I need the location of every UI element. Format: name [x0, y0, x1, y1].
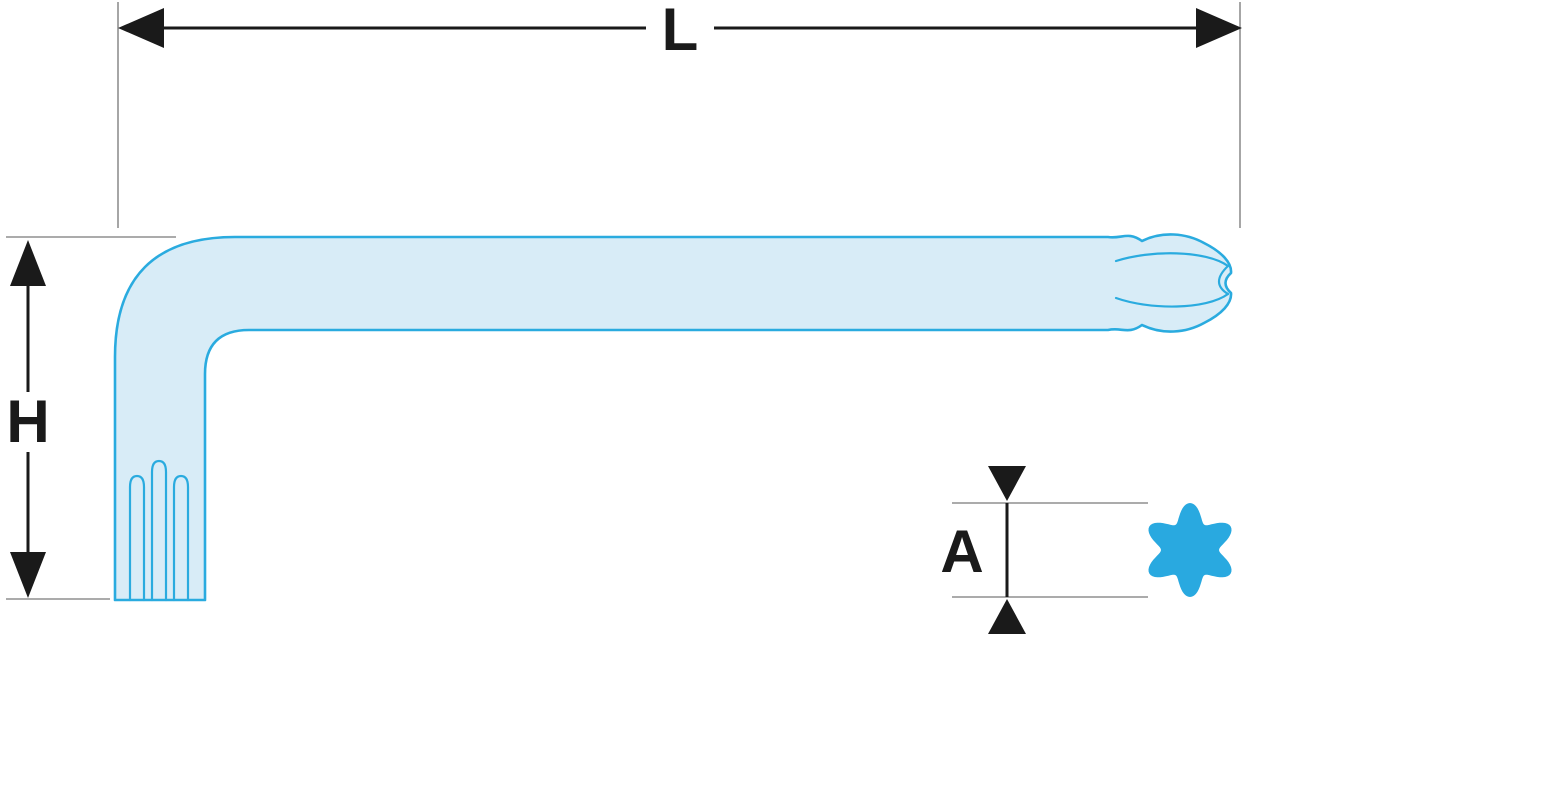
- dim-a-label: A: [940, 518, 983, 585]
- dim-a-arrow-down-icon: [988, 466, 1026, 501]
- ball-end-seam-upper: [1114, 252, 1230, 268]
- key-body: [113, 233, 1233, 602]
- key-flute-groove-left: [128, 474, 146, 602]
- ball-end-cleft: [1217, 264, 1230, 296]
- dim-a-arrow-up-icon: [988, 599, 1026, 634]
- key-flute-groove-middle: [150, 459, 168, 602]
- torx-cross-section: [1148, 503, 1232, 597]
- dim-h-arrow-down-icon: [10, 552, 46, 598]
- torx-key: [113, 233, 1233, 602]
- ball-end-seam-lower: [1114, 292, 1230, 308]
- dimension-h: H: [6, 240, 50, 598]
- extension-lines: [6, 2, 1241, 600]
- dim-h-arrow-up-icon: [10, 240, 46, 286]
- dim-l-label: L: [662, 0, 699, 63]
- dim-l-arrow-right-icon: [1196, 8, 1242, 48]
- dim-h-label: H: [6, 388, 49, 455]
- dimension-l: L: [118, 0, 1242, 63]
- key-flute-groove-right: [172, 474, 190, 602]
- dimension-a: A: [940, 466, 1026, 634]
- dim-l-arrow-left-icon: [118, 8, 164, 48]
